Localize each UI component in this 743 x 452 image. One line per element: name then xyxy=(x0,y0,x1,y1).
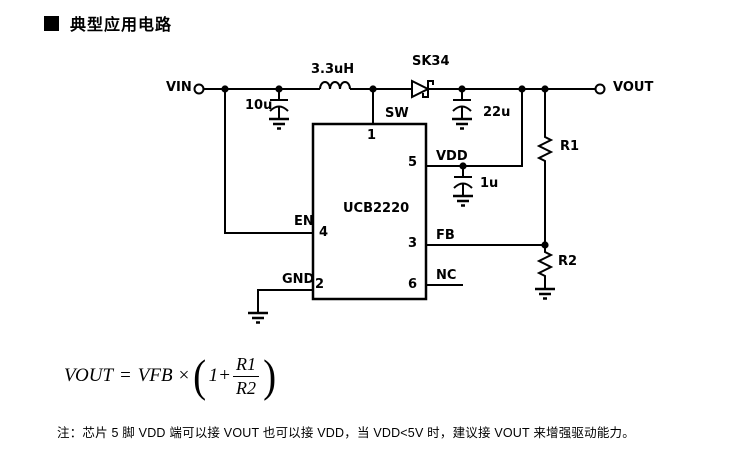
vout-net-label: VOUT xyxy=(613,80,654,95)
ic-body xyxy=(311,122,428,301)
vin-net-label: VIN xyxy=(166,80,192,95)
formula-denominator: R2 xyxy=(235,377,256,398)
section-bullet-icon xyxy=(44,15,59,31)
formula-times: × xyxy=(178,365,190,386)
formula-vfb: VFB xyxy=(137,365,173,386)
cap-vdd-symbol xyxy=(453,166,473,207)
resistor-r2-symbol xyxy=(536,245,554,289)
diode-label: SK34 xyxy=(412,54,450,69)
resistor-r1-symbol xyxy=(536,89,554,245)
formula-one-plus: 1+ xyxy=(208,365,231,386)
pin-label-fb: FB xyxy=(436,228,455,243)
cap-vdd-label: 1u xyxy=(480,176,499,191)
formula-numerator: R1 xyxy=(232,354,259,377)
ground-icon-ic xyxy=(248,311,268,324)
cap-out-label: 22u xyxy=(483,105,511,120)
formula-rparen: ) xyxy=(263,350,277,402)
output-voltage-formula: VOUT = VFB × ( 1+ R1 R2 ) xyxy=(64,350,278,402)
formula-lparen: ( xyxy=(193,350,207,402)
cap-in-label: 10u xyxy=(245,98,273,113)
pin-label-gnd: GND xyxy=(282,272,315,287)
pin-label-vdd: VDD xyxy=(436,149,468,164)
vin-terminal xyxy=(193,83,205,95)
r1-label: R1 xyxy=(560,139,580,154)
ground-icon xyxy=(453,194,473,207)
inductor-symbol xyxy=(319,81,351,90)
section-header: 典型应用电路 xyxy=(44,11,172,35)
pin-label-nc: NC xyxy=(436,268,457,283)
formula-fraction: R1 R2 xyxy=(232,354,259,399)
wires xyxy=(204,81,595,313)
cap-in-symbol xyxy=(269,89,289,130)
ic-part-label: UCB2220 xyxy=(343,201,410,216)
wire-gnd xyxy=(257,289,313,313)
ground-icon xyxy=(269,117,289,130)
ground-icon xyxy=(452,117,472,130)
pin-label-sw: SW xyxy=(385,106,409,121)
diode-symbol xyxy=(411,79,431,99)
cap-out-symbol xyxy=(452,89,472,130)
application-note: 注：芯片 5 脚 VDD 端可以接 VOUT 也可以接 VDD，当 VDD<5V… xyxy=(57,426,635,440)
pin-number-1: 1 xyxy=(367,128,377,143)
pin-label-en: EN xyxy=(294,214,314,229)
pin-number-6: 6 xyxy=(408,277,418,292)
wire-vdd xyxy=(426,89,523,167)
pin-number-2: 2 xyxy=(315,277,325,292)
wire-en xyxy=(224,89,313,234)
pin-number-3: 3 xyxy=(408,236,418,251)
r2-label: R2 xyxy=(558,254,578,269)
section-title: 典型应用电路 xyxy=(70,17,173,34)
junction-dots xyxy=(221,85,549,249)
formula-equals: = xyxy=(120,365,131,386)
pin-number-4: 4 xyxy=(319,225,329,240)
vout-terminal xyxy=(594,83,606,95)
ground-icon-r2 xyxy=(535,287,555,300)
diode-cathode-bar xyxy=(422,80,434,98)
inductor-label: 3.3uH xyxy=(311,62,355,77)
pin-number-5: 5 xyxy=(408,155,418,170)
formula-lhs: VOUT xyxy=(64,365,114,386)
